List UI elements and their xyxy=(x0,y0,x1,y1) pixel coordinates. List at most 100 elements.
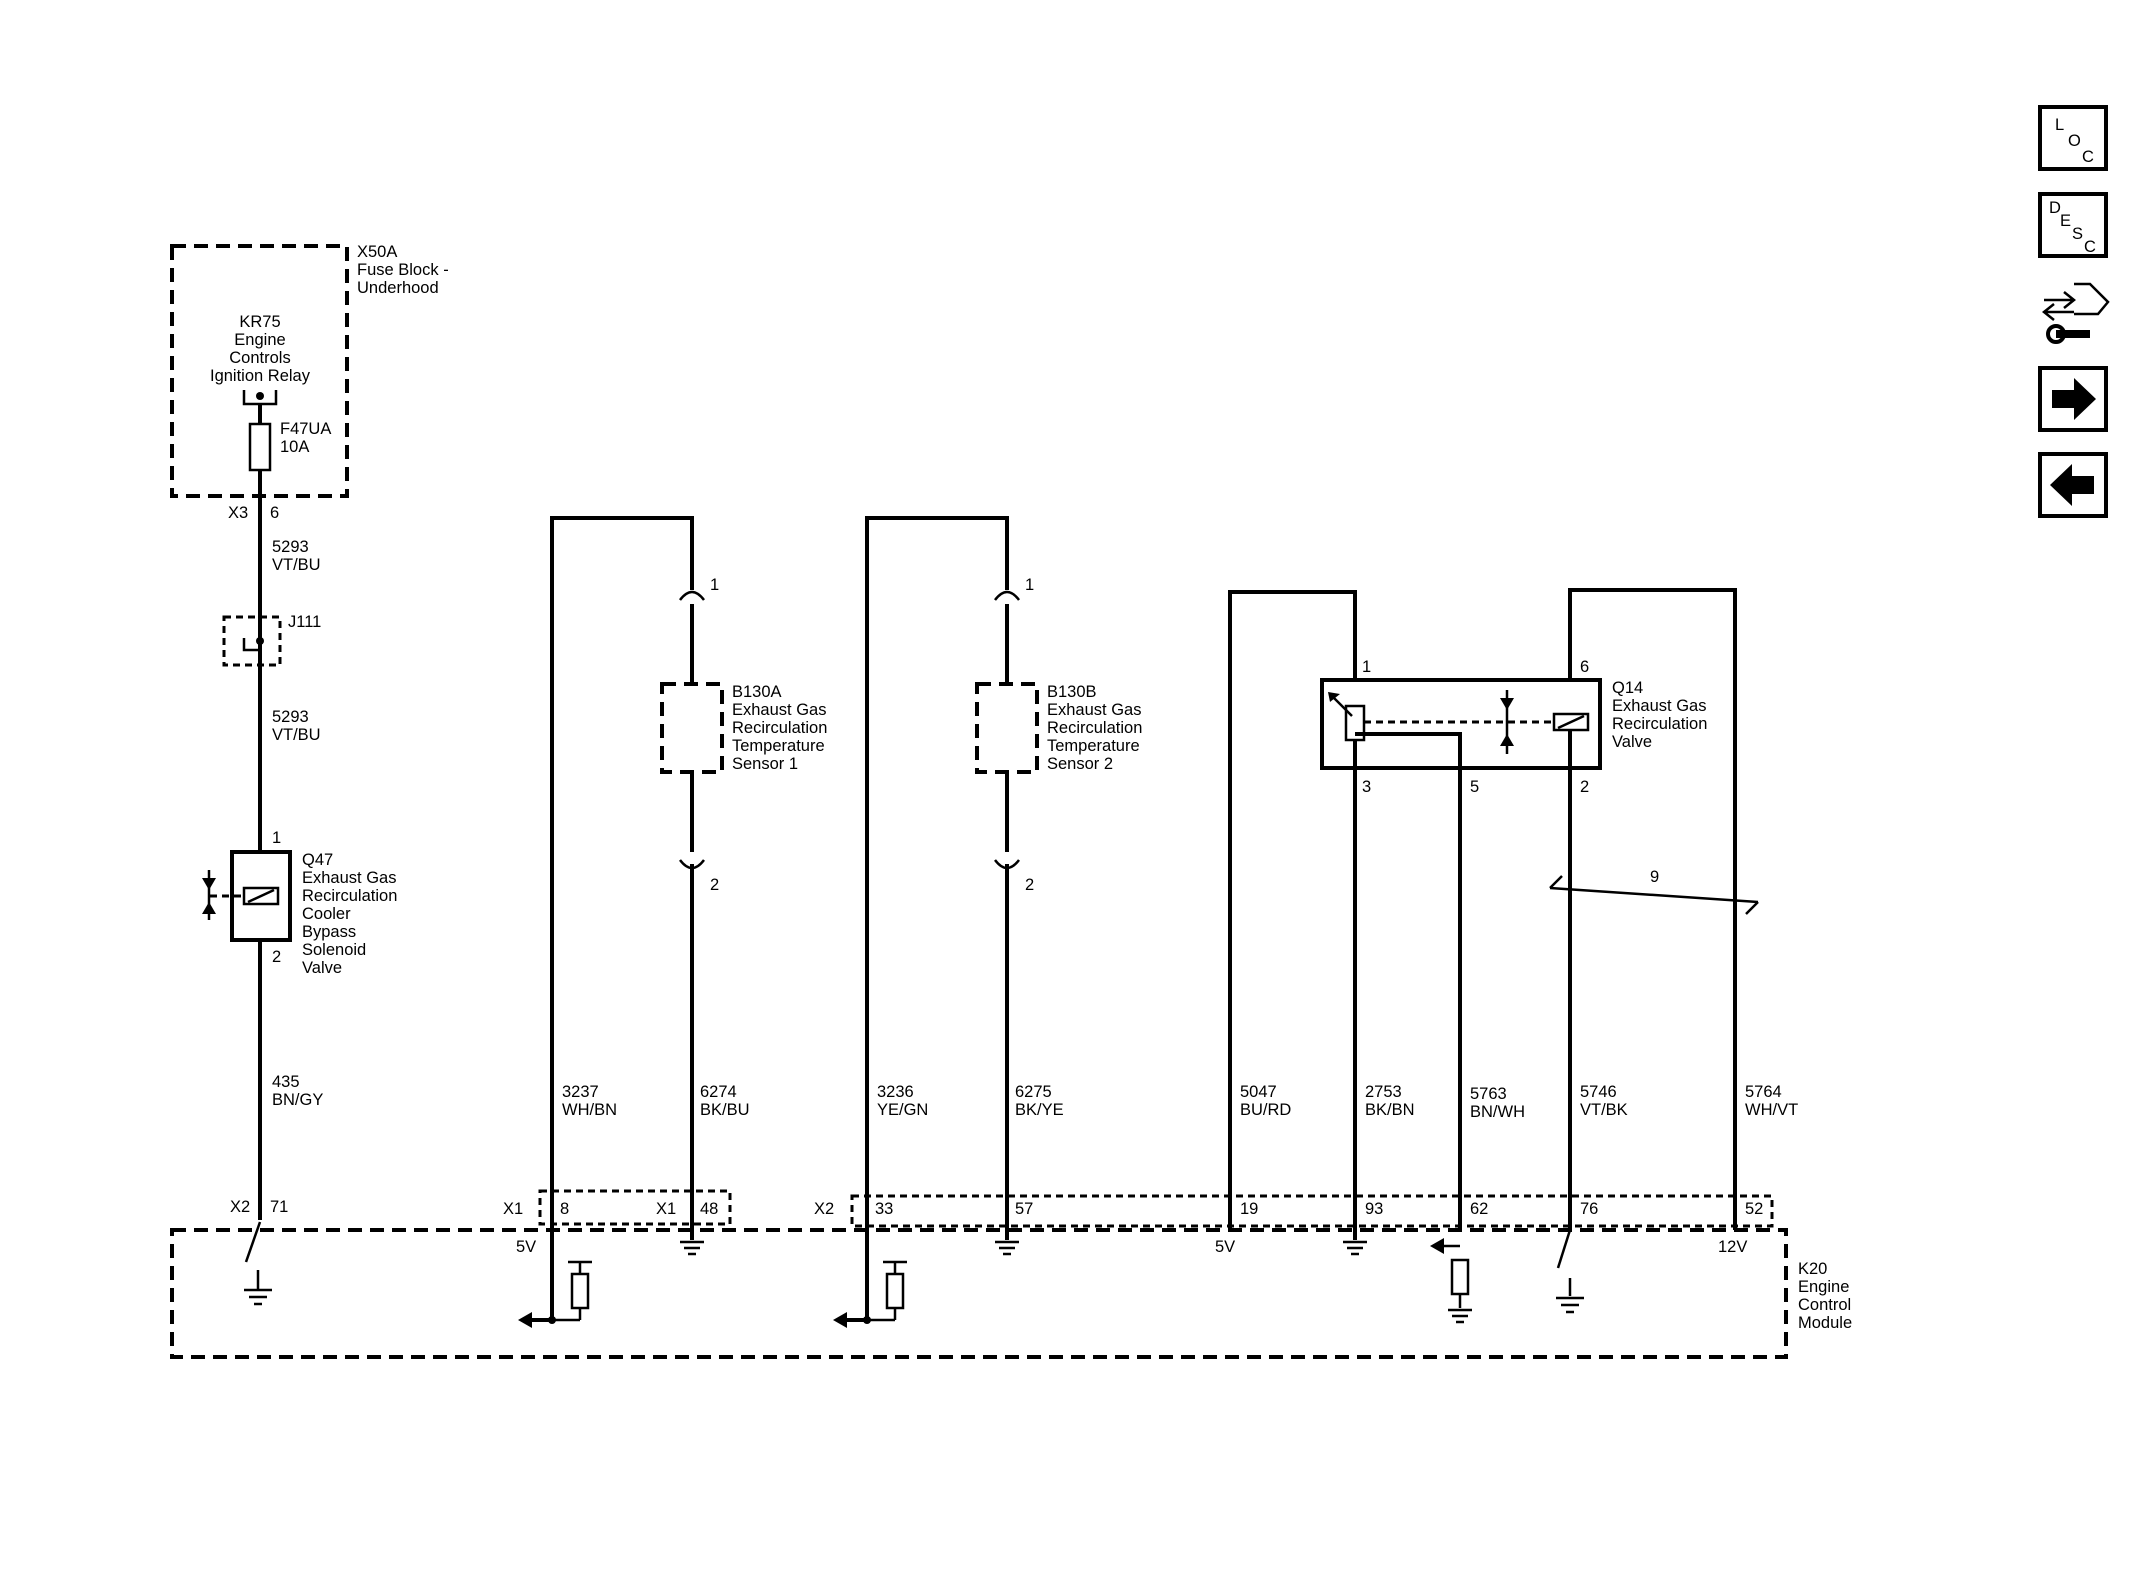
ecm-k20: K20 Engine Control Module X2 71 X1 8 X1 … xyxy=(170,1189,1852,1359)
solenoid-coil-icon xyxy=(1552,712,1590,732)
fuse-label-2: 10A xyxy=(280,438,309,456)
b130b-pin-top: 1 xyxy=(1025,576,1034,594)
q47-pin-bottom: 2 xyxy=(272,948,281,966)
relay-label-3: Controls xyxy=(229,349,290,367)
ecm-pin-x2-33: 33 xyxy=(875,1200,893,1218)
wire-5293-color-b: VT/BU xyxy=(272,726,321,744)
fuse-block-name-2: Underhood xyxy=(357,279,439,297)
loc-letter-3: C xyxy=(2082,148,2094,166)
q47-label-6: Solenoid xyxy=(302,941,366,959)
relay-label-1: KR75 xyxy=(239,313,280,331)
wire-5746-color: VT/BK xyxy=(1580,1101,1628,1119)
wire-6275-number: 6275 xyxy=(1015,1083,1052,1101)
ecm-label-2: Engine xyxy=(1798,1278,1849,1296)
arrow-right-button[interactable] xyxy=(2038,366,2108,432)
wire-5293-number-a: 5293 xyxy=(272,538,309,556)
ecm-voltage-5v-b: 5V xyxy=(1215,1238,1235,1256)
loc-letter-2: O xyxy=(2068,132,2081,150)
ecm-pin-52: 52 xyxy=(1745,1200,1763,1218)
solenoid-q47-body xyxy=(230,850,292,942)
fuse-block-ref: X50A xyxy=(357,243,397,261)
splice-j111-box xyxy=(222,615,282,667)
ecm-pin-x1-8: 8 xyxy=(560,1200,569,1218)
ecm-pin-57: 57 xyxy=(1015,1200,1033,1218)
wire-435-color: BN/GY xyxy=(272,1091,323,1109)
b130a-label-2: Exhaust Gas xyxy=(732,701,826,719)
fuse-label-1: F47UA xyxy=(280,420,331,438)
wire-5764-number: 5764 xyxy=(1745,1083,1782,1101)
wire-6275-color: BK/YE xyxy=(1015,1101,1064,1119)
relay-contact-icon xyxy=(242,390,278,406)
b130b-label-3: Recirculation xyxy=(1047,719,1142,737)
b130b-pin-bottom: 2 xyxy=(1025,876,1034,894)
b130a-label-3: Recirculation xyxy=(732,719,827,737)
wire-5293-color-a: VT/BU xyxy=(272,556,321,574)
splice-j111-label: J111 xyxy=(288,613,321,631)
wire-2753-color: BK/BN xyxy=(1365,1101,1415,1119)
wire-5764-color: WH/VT xyxy=(1745,1101,1798,1119)
ecm-pin-93: 93 xyxy=(1365,1200,1383,1218)
wire-6274-color: BK/BU xyxy=(700,1101,750,1119)
wire-5293-number-b: 5293 xyxy=(272,708,309,726)
valve-q14-circuit: 1 6 3 5 2 Q14 Exhaust Gas Recirculation … xyxy=(1228,588,1798,1230)
q47-pin-top: 1 xyxy=(272,829,281,847)
b130b-label-5: Sensor 2 xyxy=(1047,755,1113,773)
fuse-icon xyxy=(248,422,272,472)
b130a-label-1: B130A xyxy=(732,683,782,701)
desc-letter-1: D xyxy=(2049,199,2061,217)
ecm-pin-x1-48: 48 xyxy=(700,1200,718,1218)
wire-3237-number: 3237 xyxy=(562,1083,599,1101)
q14-pin-1: 1 xyxy=(1362,658,1371,676)
wire-6274-number: 6274 xyxy=(700,1083,737,1101)
twist-label: 9 xyxy=(1650,868,1659,886)
loc-letter-1: L xyxy=(2055,116,2064,134)
ecm-label-1: K20 xyxy=(1798,1260,1827,1278)
twisted-pair-indicator: 9 xyxy=(1549,868,1759,915)
ecm-pin-x1-48-conn: X1 xyxy=(656,1200,676,1218)
connector-wrench-icon[interactable] xyxy=(2041,282,2110,344)
ecm-switch-icon xyxy=(244,1221,272,1306)
connector-x1-box xyxy=(538,1189,732,1226)
arrow-right-icon xyxy=(2052,378,2096,420)
b130a-label-4: Temperature xyxy=(732,737,825,755)
b130a-label-5: Sensor 1 xyxy=(732,755,798,773)
wire-5763-color: BN/WH xyxy=(1470,1103,1525,1121)
wire-5763-number: 5763 xyxy=(1470,1085,1507,1103)
wire-3236-number: 3236 xyxy=(877,1083,914,1101)
b130b-label-1: B130B xyxy=(1047,683,1097,701)
q14-label-3: Recirculation xyxy=(1612,715,1707,733)
b130b-label-2: Exhaust Gas xyxy=(1047,701,1141,719)
wire-435-number: 435 xyxy=(272,1073,300,1091)
q14-label-4: Valve xyxy=(1612,733,1652,751)
actuator-arrows-icon xyxy=(1500,690,1514,754)
sensor-b130a-circuit: 1 2 B130A Exhaust Gas Recirculation Temp… xyxy=(550,516,827,1230)
arrow-left-button[interactable] xyxy=(2038,452,2108,518)
fuse-block-pin: 6 xyxy=(270,504,279,522)
ecm-pullup-icon xyxy=(833,1230,907,1328)
ecm-voltage-12v: 12V xyxy=(1718,1238,1747,1256)
splice-j111-icon xyxy=(242,638,260,652)
ecm-label-4: Module xyxy=(1798,1314,1852,1332)
desc-letter-3: S xyxy=(2072,225,2083,243)
b130a-pin-top: 1 xyxy=(710,576,719,594)
ecm-voltage-5v-a: 5V xyxy=(516,1238,536,1256)
q47-label-5: Bypass xyxy=(302,923,356,941)
q14-pin-3: 3 xyxy=(1362,778,1371,796)
q14-label-1: Q14 xyxy=(1612,679,1643,697)
wire-5047-color: BU/RD xyxy=(1240,1101,1291,1119)
ground-icon xyxy=(1343,1230,1367,1256)
desc-letter-4: C xyxy=(2084,238,2096,256)
ecm-pin-x2-71: 71 xyxy=(270,1198,288,1216)
desc-letter-2: E xyxy=(2060,212,2071,230)
ecm-pullup-icon xyxy=(518,1230,592,1328)
q14-label-2: Exhaust Gas xyxy=(1612,697,1706,715)
b130b-label-4: Temperature xyxy=(1047,737,1140,755)
nav-desc-button[interactable]: D E S C xyxy=(2038,192,2108,258)
relay-label-4: Ignition Relay xyxy=(210,367,311,385)
q14-pin-2: 2 xyxy=(1580,778,1589,796)
nav-loc-button[interactable]: L O C xyxy=(2038,105,2108,171)
ecm-signal-input-icon xyxy=(1430,1238,1472,1324)
connector-pin-icon xyxy=(994,590,1020,601)
q47-label-2: Exhaust Gas xyxy=(302,869,396,887)
ground-icon xyxy=(680,1230,704,1256)
